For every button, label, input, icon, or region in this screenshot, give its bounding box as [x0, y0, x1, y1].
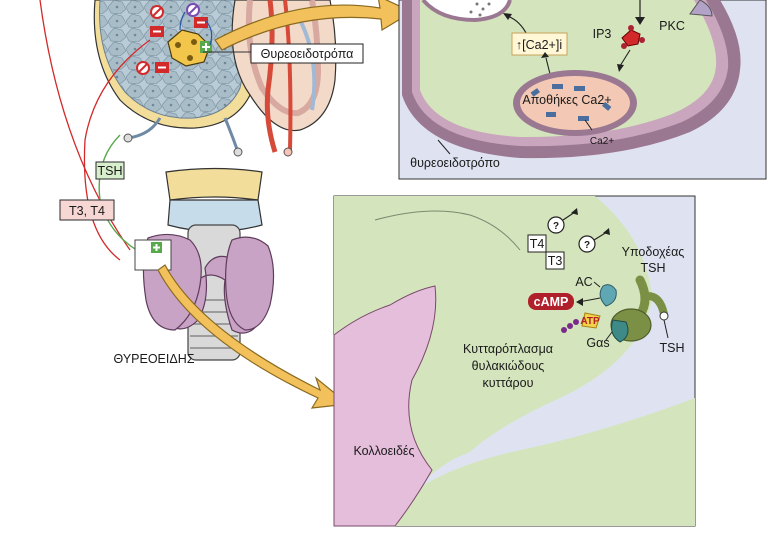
ip3-molecule: IP3	[593, 25, 645, 72]
signaling-complex: AC cAMP ATP Gαs TSH	[528, 275, 685, 355]
t3-t4-tag-text: T3, T4	[69, 204, 105, 218]
pkc-text: PKC	[659, 19, 685, 33]
thyrotroph-callout-text: Θυρεοειδοτρόπα	[261, 47, 354, 61]
ip3-text: IP3	[593, 27, 612, 41]
question-2: ?	[584, 240, 590, 251]
tsh-ligand-text: TSH	[660, 341, 685, 355]
ca-stores-text: Αποθήκες Ca2+	[522, 93, 611, 107]
hormone-export: ? T4 ? T3	[527, 208, 610, 270]
feedback-line-left	[39, 0, 131, 251]
t3-box-text: T3	[548, 254, 563, 268]
ca-stores: Αποθήκες Ca2+ Ca2+	[513, 70, 637, 147]
question-1: ?	[553, 221, 559, 232]
thyroid-zoom-box	[134, 239, 172, 271]
gas-text: Gαs	[586, 336, 609, 350]
ca-concentration-box: ↑[Ca2+]i	[511, 32, 568, 56]
ca-small-text: Ca2+	[590, 136, 614, 147]
camp-text: cAMP	[534, 295, 569, 309]
colloid-label: Κολλοειδές	[353, 444, 414, 458]
tsh-tag: TSH	[95, 161, 125, 180]
feedback-line-t3t4	[83, 39, 151, 261]
tsh-tag-text: TSH	[98, 164, 123, 178]
thyrotroph-cell-label: θυρεοειδοτρόπο	[410, 139, 500, 170]
thyroid-label: ΘΥΡΕΟΕΙΔΗΣ	[114, 352, 195, 366]
thyrotroph-cell-text: θυρεοειδοτρόπο	[410, 156, 500, 170]
t3-t4-tag: T3, T4	[59, 199, 115, 221]
pituitary-gland	[93, 0, 337, 157]
ac-text: AC	[575, 275, 592, 289]
inhibition-symbols	[136, 3, 212, 75]
ca-concentration-text: ↑[Ca2+]i	[516, 38, 562, 52]
callout-arrow-bottom	[157, 264, 350, 409]
t4-box-text: T4	[530, 237, 545, 251]
atp-text: ATP	[580, 316, 600, 327]
thyrotroph-callout: Θυρεοειδοτρόπα	[203, 43, 364, 64]
follicular-cell-panel	[333, 195, 696, 527]
